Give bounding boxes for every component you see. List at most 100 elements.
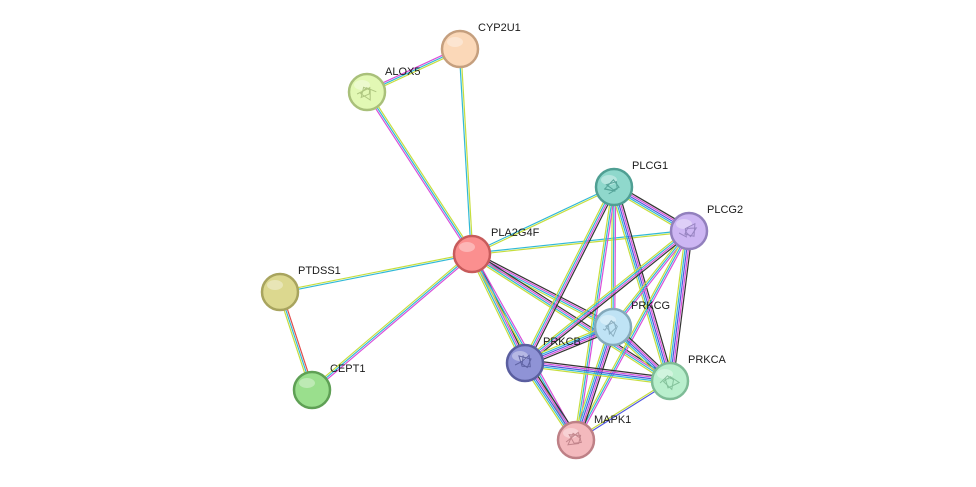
edge-evidence-line [573, 326, 612, 440]
protein-structure-icon [678, 222, 698, 238]
edge-evidence-line [365, 92, 472, 256]
node-plcg1[interactable]: PLCG1 [594, 160, 668, 207]
edge-evidence-line [524, 365, 670, 385]
node-cyp2u1[interactable]: CYP2U1 [440, 22, 521, 69]
node-circle[interactable] [556, 420, 596, 460]
edge-pla2g4f-cept1 [310, 252, 474, 392]
protein-structure-icon [514, 354, 532, 369]
node-circle[interactable] [440, 29, 480, 69]
edge-evidence-line [472, 187, 615, 256]
edge-evidence-line [612, 230, 690, 328]
node-highlight [600, 315, 616, 325]
node-circle[interactable] [452, 234, 492, 274]
node-label: PRKCA [688, 354, 727, 366]
edge-evidence-line [470, 255, 613, 330]
edge-evidence-line [470, 255, 669, 384]
node-label: PLA2G4F [491, 227, 540, 239]
node-mapk1[interactable]: MAPK1 [556, 414, 631, 460]
edge-evidence-line [312, 254, 474, 392]
edge-evidence-line [279, 252, 472, 292]
protein-structure-icon [356, 86, 377, 101]
node-label: CEPT1 [330, 363, 365, 375]
node-highlight [563, 428, 579, 438]
edge-evidence-line [572, 325, 611, 440]
node-highlight [676, 219, 692, 229]
edge-evidence-line [667, 230, 688, 381]
protein-structure-icon [603, 179, 620, 195]
edge-plcg2-prkcb [523, 228, 691, 366]
node-label: PRKCG [631, 300, 670, 312]
edge-evidence-line [615, 186, 673, 381]
edge-prkcg-mapk1 [572, 325, 617, 442]
edge-evidence-line [524, 362, 671, 382]
node-prkcg[interactable]: PRKCG [593, 300, 670, 347]
node-alox5[interactable]: ALOX5 [347, 66, 420, 112]
edge-evidence-line [525, 359, 671, 379]
node-cept1[interactable]: CEPT1 [292, 363, 365, 410]
node-highlight [459, 242, 475, 252]
edge-evidence-line [472, 252, 671, 381]
edge-evidence-line [310, 252, 472, 390]
edge-evidence-line [666, 230, 687, 381]
edge-evidence-line [611, 187, 669, 382]
edge-evidence-line [523, 186, 614, 363]
edge-evidence-line [577, 327, 616, 441]
node-label: PLCG1 [632, 160, 668, 172]
edge-plcg2-prkca [666, 230, 693, 382]
edge-evidence-line [576, 231, 692, 442]
edge-pla2g4f-plcg2 [471, 229, 690, 256]
node-circle[interactable] [260, 272, 300, 312]
node-label: CYP2U1 [478, 22, 521, 34]
node-ptdss1[interactable]: PTDSS1 [260, 265, 341, 312]
edge-evidence-line [575, 326, 614, 441]
edge-evidence-line [575, 186, 615, 441]
edge-evidence-line [671, 231, 692, 382]
edge-evidence-line [669, 230, 690, 382]
node-label: MAPK1 [594, 414, 631, 426]
node-prkca[interactable]: PRKCA [650, 354, 727, 401]
edge-evidence-line [471, 254, 613, 329]
node-circle[interactable] [650, 361, 690, 401]
edge-pla2g4f-cyp2u1 [458, 48, 474, 255]
protein-structure-icon [565, 431, 582, 446]
edge-evidence-line [524, 229, 689, 363]
node-prkcb[interactable]: PRKCB [505, 336, 581, 383]
node-pla2g4f[interactable]: PLA2G4F [452, 227, 540, 274]
node-circle[interactable] [669, 211, 709, 251]
edge-evidence-line [469, 254, 524, 365]
node-label: PRKCB [543, 336, 581, 348]
edge-evidence-line [525, 187, 616, 364]
edge-evidence-line [612, 186, 615, 328]
node-plcg2[interactable]: PLCG2 [669, 204, 743, 251]
edge-evidence-line [613, 186, 671, 382]
edge-plcg1-mapk1 [573, 186, 617, 441]
edge-pla2g4f-alox5 [365, 90, 474, 256]
node-highlight [447, 37, 463, 47]
edge-evidence-line [525, 360, 671, 380]
edge-evidence-line [524, 364, 670, 384]
node-highlight [267, 280, 283, 290]
edge-evidence-line [578, 327, 617, 442]
edge-pla2g4f-ptdss1 [279, 252, 473, 294]
node-label: PTDSS1 [298, 265, 341, 277]
edge-evidence-line [573, 229, 689, 440]
edge-evidence-line [614, 187, 617, 328]
node-circle[interactable] [593, 307, 633, 347]
edge-evidence-line [458, 49, 472, 255]
edge-evidence-line [366, 91, 473, 255]
edge-pla2g4f-prkca [470, 251, 672, 384]
node-label: PLCG2 [707, 204, 743, 216]
edge-evidence-line [610, 187, 668, 383]
edge-evidence-line [526, 232, 691, 366]
edge-evidence-line [472, 231, 690, 256]
edge-evidence-line [471, 229, 689, 254]
node-circle[interactable] [594, 167, 634, 207]
node-circle[interactable] [505, 343, 545, 383]
node-circle[interactable] [347, 72, 387, 112]
node-circle[interactable] [292, 370, 332, 410]
edge-evidence-line [311, 253, 473, 391]
edge-evidence-line [471, 254, 670, 383]
